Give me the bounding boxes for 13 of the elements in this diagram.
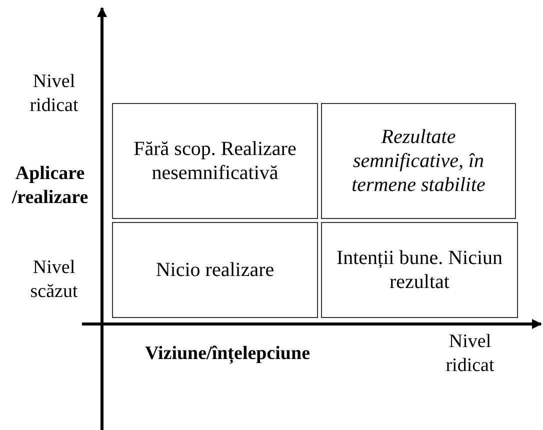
axis-title: Viziune/înțelepciune [144,342,312,366]
quadrant-box [112,222,318,318]
quadrant-box [112,103,318,219]
quadrant-box [321,222,518,318]
quadrant-text: Rezultate semnificative, în termene stabilite [350,125,486,197]
axis-title: Aplicare /realizare [10,162,90,210]
quadrant-box [321,103,516,219]
quadrant-text: Fără scop. Realizare nesemnificativă [132,137,298,185]
quadrant-text: Nicio realizare [154,258,276,282]
axis-level-label: Nivel ridicat [444,330,496,378]
quadrant-text: Intenții bune. Niciun rezultat [336,246,503,294]
axis-level-label: Nivel ridicat [28,70,80,118]
axis-level-label: Nivel scăzut [29,256,79,304]
